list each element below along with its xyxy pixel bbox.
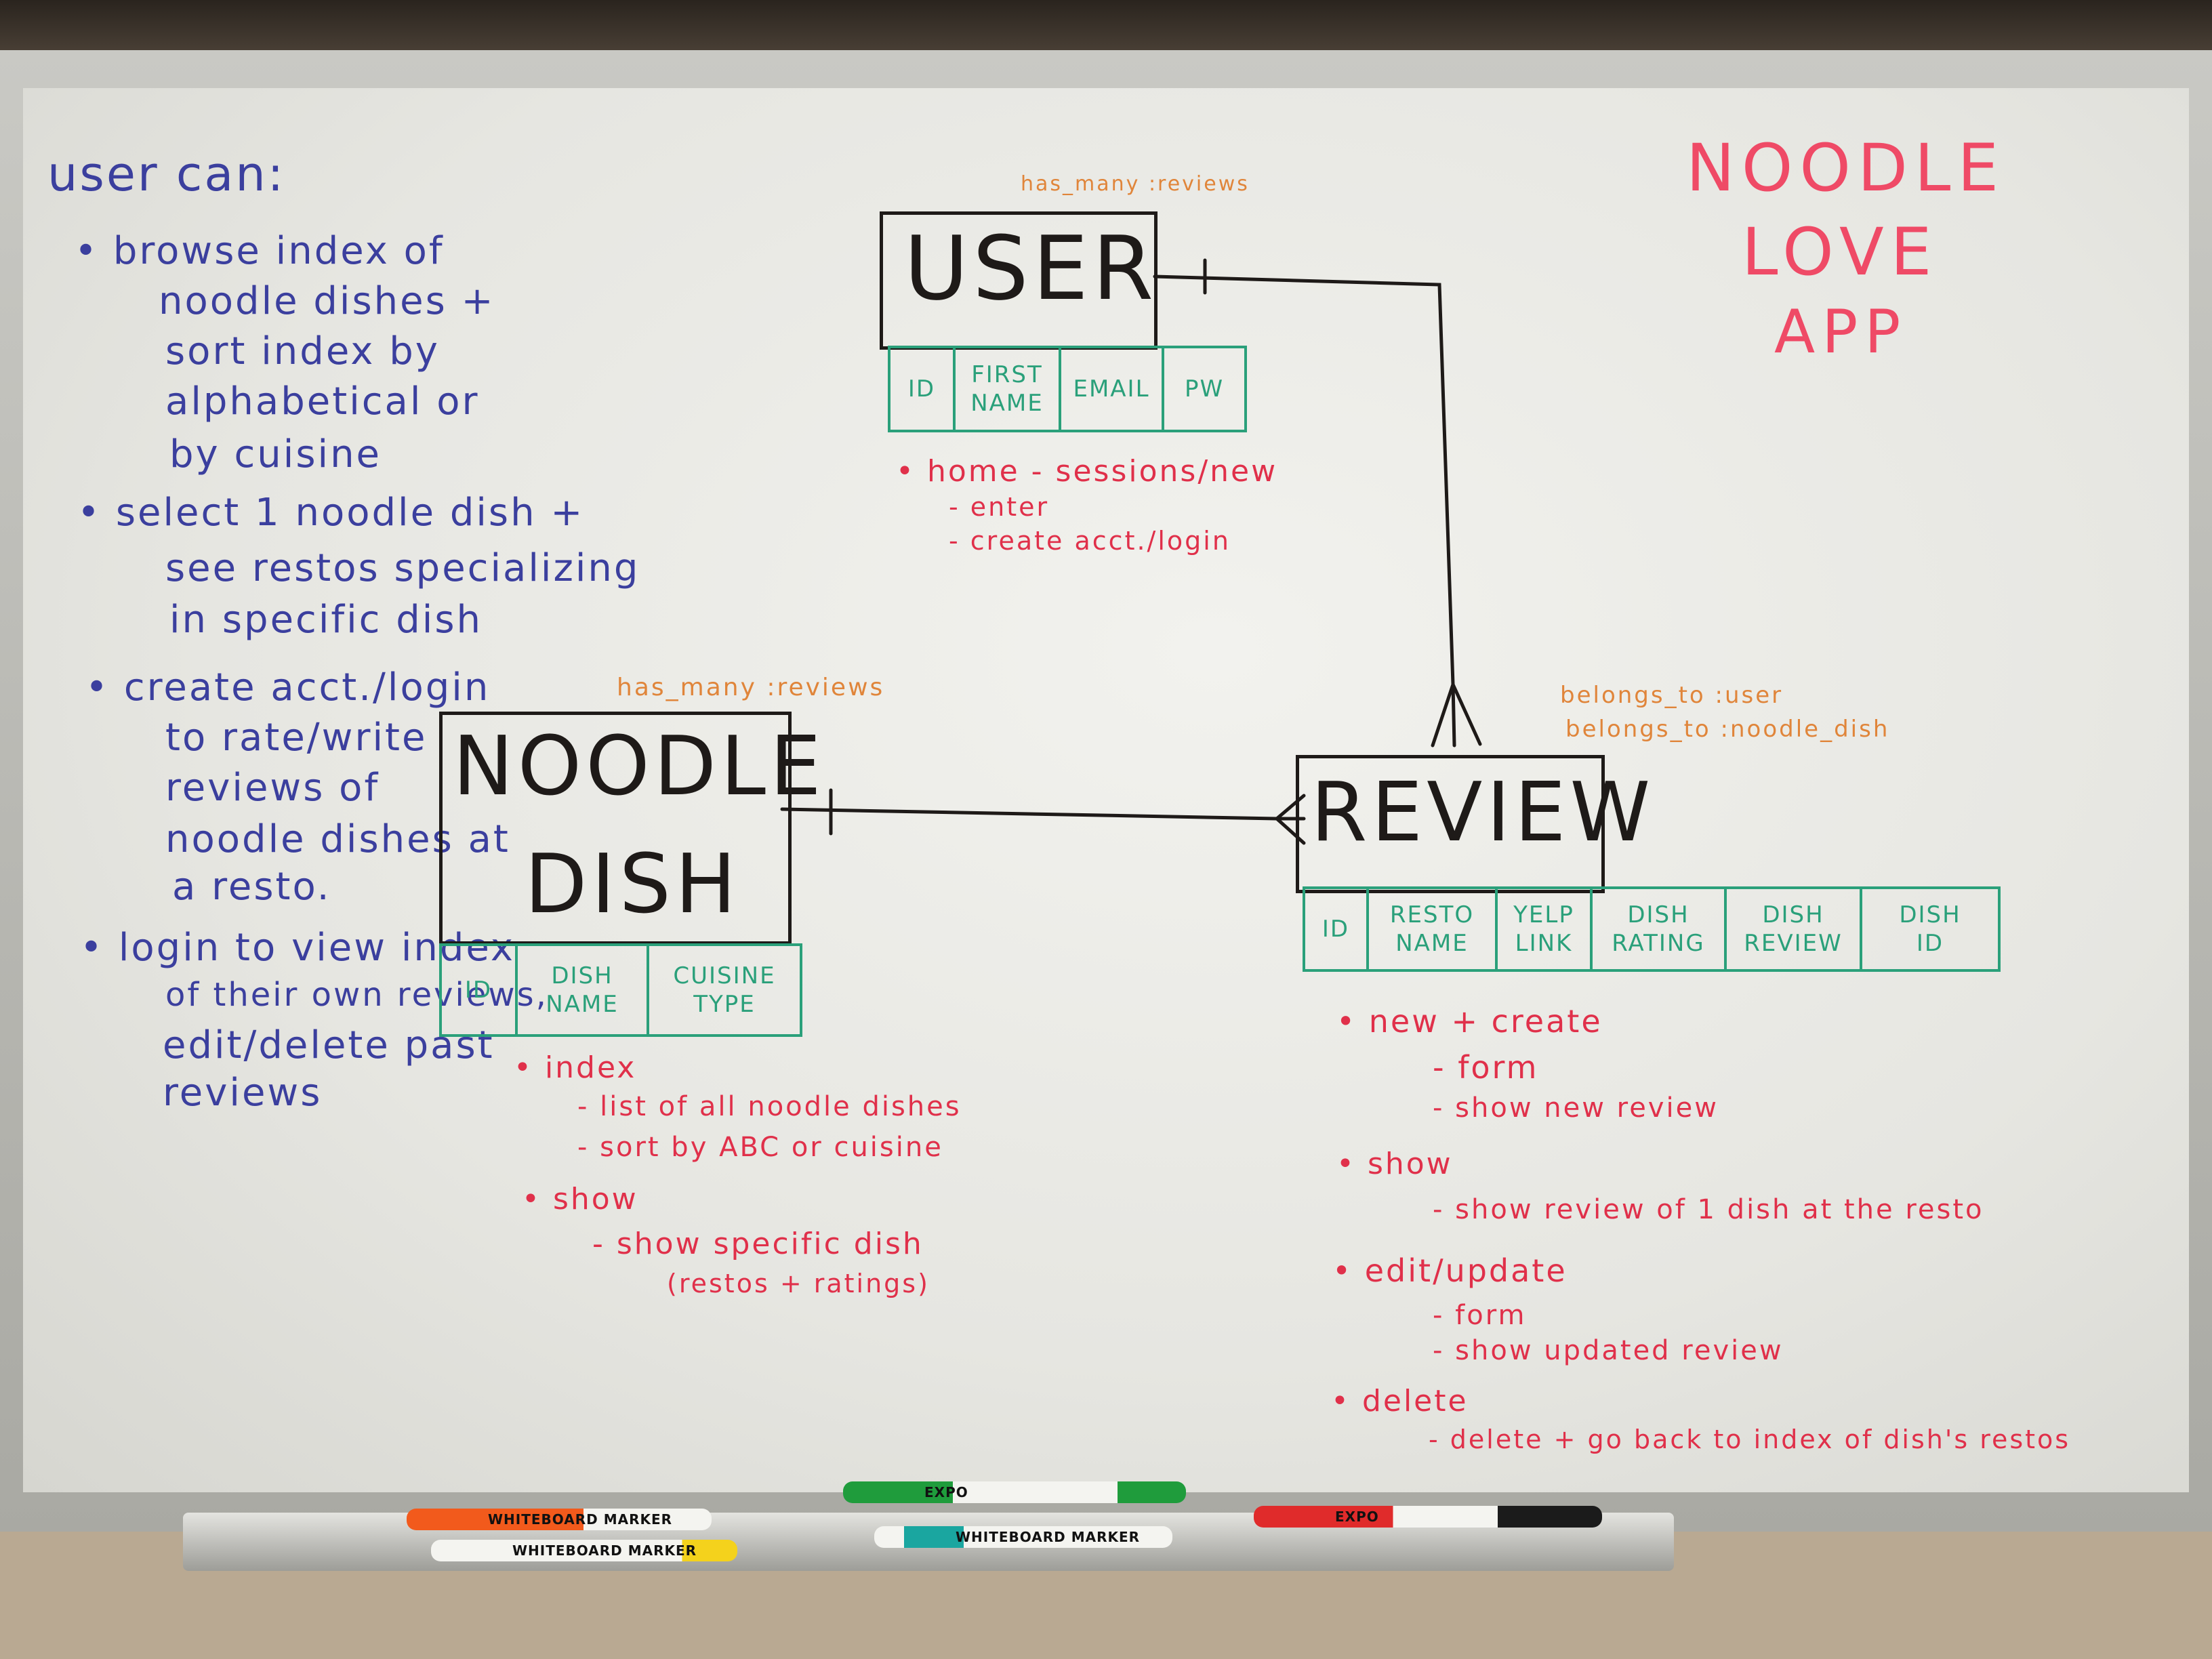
- user-can-line: edit/delete past: [163, 1023, 495, 1067]
- review-route-line: - form: [1433, 1049, 1539, 1086]
- user-can-line: in specific dish: [169, 598, 483, 642]
- noodle-route-line: (restos + ratings): [667, 1269, 930, 1298]
- user-can-line: noodle dishes at: [165, 817, 510, 861]
- noodle-route-line: - show specific dish: [592, 1227, 924, 1261]
- marker-label: WHITEBOARD MARKER: [512, 1542, 697, 1559]
- review-entity-box: [1296, 755, 1605, 893]
- user-route-line: - enter: [949, 492, 1050, 522]
- whiteboard: user can: • browse index of noodle dishe…: [23, 88, 2189, 1492]
- whiteboard-marker[interactable]: WHITEBOARD MARKER: [874, 1526, 1172, 1548]
- review-attribute: DISH REVIEW: [1727, 889, 1862, 969]
- user-association-note: has_many :reviews: [1021, 172, 1250, 196]
- review-attribute: DISH ID: [1899, 901, 1961, 958]
- noodle-route-line: • show: [522, 1182, 638, 1216]
- wall-background: [0, 0, 2212, 54]
- noodle-entity-box: [439, 712, 792, 945]
- app-title-line: NOODLE: [1686, 130, 2005, 206]
- user-can-line: sort index by: [165, 329, 440, 373]
- review-route-line: • edit/update: [1332, 1252, 1568, 1289]
- whiteboard-marker[interactable]: WHITEBOARD MARKER: [407, 1509, 712, 1530]
- user-route-line: - create acct./login: [949, 526, 1231, 556]
- marker-label: EXPO: [924, 1484, 968, 1500]
- relationship-lines: [780, 258, 1482, 845]
- noodle-route-line: - list of all noodle dishes: [577, 1091, 962, 1122]
- review-association-note: belongs_to :noodle_dish: [1565, 716, 1890, 743]
- review-route-line: • new + create: [1336, 1003, 1603, 1040]
- user-attribute: PW: [1184, 375, 1225, 403]
- review-crowfoot-1: [1431, 682, 1455, 747]
- user-can-line: by cuisine: [169, 432, 382, 476]
- review-crowfoot-4: [1275, 794, 1306, 821]
- marker-label: EXPO: [1335, 1509, 1379, 1525]
- user-can-line: reviews of: [165, 766, 380, 810]
- whiteboard-marker[interactable]: EXPO: [1254, 1506, 1602, 1528]
- user-can-line: • browse index of: [75, 229, 445, 273]
- user-attributes: ID FIRST NAME EMAIL PW: [888, 346, 1247, 432]
- user-can-line: alphabetical or: [165, 380, 480, 424]
- review-route-line: • delete: [1331, 1384, 1469, 1418]
- marker-label: WHITEBOARD MARKER: [488, 1511, 673, 1528]
- noodle-entity-name: DISH: [525, 838, 741, 932]
- review-attributes: ID RESTO NAME YELP LINK DISH RATING DISH…: [1303, 886, 2001, 972]
- whiteboard-marker[interactable]: EXPO: [843, 1481, 1186, 1503]
- user-can-line: a resto.: [172, 865, 331, 909]
- user-can-line: • select 1 noodle dish +: [77, 491, 585, 535]
- user-attribute: ID: [890, 348, 956, 430]
- review-route-line: • show: [1336, 1147, 1453, 1181]
- review-attribute: ID: [1305, 889, 1369, 969]
- user-entity-name: USER: [904, 217, 1158, 320]
- review-route-line: - delete + go back to index of dish's re…: [1429, 1425, 2071, 1454]
- review-crowfoot-2: [1451, 682, 1456, 747]
- user-can-line: reviews: [163, 1071, 323, 1115]
- review-entity-name: REVIEW: [1311, 766, 1655, 860]
- review-crowfoot-6: [1275, 817, 1306, 845]
- user-attribute: EMAIL: [1061, 348, 1164, 430]
- user-can-heading: user can:: [47, 146, 286, 202]
- noodle-association-note: has_many :reviews: [617, 674, 885, 701]
- user-review-line: [1153, 274, 1455, 687]
- review-route-line: - show review of 1 dish at the resto: [1433, 1194, 1984, 1225]
- user-route-line: • home - sessions/new: [896, 454, 1278, 489]
- marker-label: WHITEBOARD MARKER: [956, 1529, 1141, 1545]
- noodle-attribute: DISH NAME: [518, 946, 649, 1034]
- review-attribute: DISH RATING: [1593, 889, 1727, 969]
- user-can-line: • create acct./login: [85, 665, 491, 710]
- noodle-attribute: CUISINE TYPE: [673, 962, 776, 1019]
- review-attribute: YELP LINK: [1498, 889, 1593, 969]
- review-attribute: RESTO NAME: [1369, 889, 1498, 969]
- noodle-route-line: - sort by ABC or cuisine: [577, 1132, 943, 1163]
- user-can-line: noodle dishes +: [159, 279, 495, 323]
- user-can-line: see restos specializing: [165, 546, 640, 590]
- review-crowfoot-3: [1451, 682, 1482, 746]
- noodle-entity-name: NOODLE: [453, 720, 825, 814]
- user-attribute: FIRST NAME: [956, 348, 1061, 430]
- noodle-attribute: ID: [442, 946, 518, 1034]
- whiteboard-marker[interactable]: WHITEBOARD MARKER: [431, 1540, 737, 1561]
- noodle-attributes: ID DISH NAME CUISINE TYPE: [439, 943, 802, 1037]
- user-can-line: of their own reviews,: [165, 976, 548, 1014]
- review-association-note: belongs_to :user: [1560, 682, 1784, 709]
- review-route-line: - show updated review: [1433, 1335, 1784, 1366]
- app-title-line: LOVE: [1742, 214, 1939, 290]
- review-route-line: - show new review: [1433, 1092, 1719, 1124]
- noodle-review-line: [780, 807, 1279, 821]
- review-route-line: - form: [1433, 1300, 1527, 1331]
- app-title-line: APP: [1774, 297, 1908, 367]
- noodle-route-line: • index: [514, 1050, 637, 1085]
- user-can-line: to rate/write: [165, 716, 428, 760]
